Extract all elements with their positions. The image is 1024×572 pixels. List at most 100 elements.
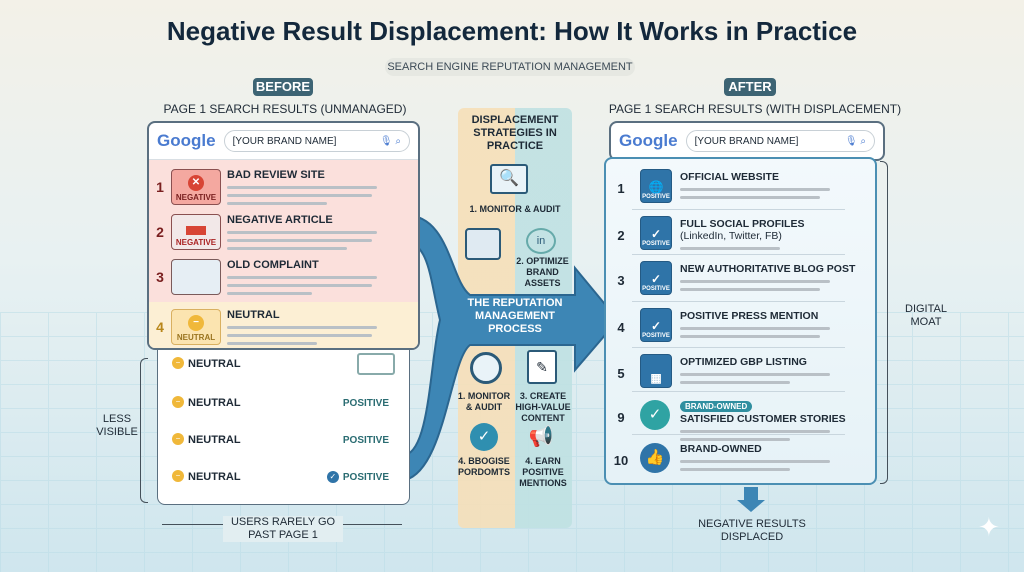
search-query: [YOUR BRAND NAME] (232, 135, 337, 147)
rank: 4 (156, 319, 164, 335)
after-result-row[interactable]: 5▦OPTIMIZED GBP LISTING (606, 352, 875, 388)
result-title: OFFICIAL WEBSITE (680, 171, 779, 183)
step-earn-mentions: 4. EARN POSITIVE MENTIONS (519, 456, 567, 488)
rank: 3 (617, 273, 625, 288)
positive-tag: POSITIVE (342, 471, 389, 483)
neutral-icon: − (172, 470, 184, 482)
after-result-row[interactable]: 10 👍 BRAND-OWNED (606, 439, 875, 473)
negative-thumbnail: ✕ NEGATIVE (171, 169, 221, 205)
step-four-a: 4. BBOGISE PORDOMTS (457, 456, 510, 477)
mic-search-icon[interactable]: 🎙 ⌕ (379, 135, 401, 147)
check-circle-icon: ✓ (640, 400, 670, 430)
row-divider (632, 254, 845, 255)
search-icon (470, 352, 502, 384)
globe-icon: 🌐POSITIVE (640, 169, 672, 203)
before-footer: USERS RARELY GO PAST PAGE 1 (223, 516, 343, 542)
rank: 2 (617, 228, 625, 243)
result-title: NEGATIVE ARTICLE (227, 214, 333, 226)
strategies-heading: DISPLACEMENT STRATEGIES IN PRACTICE (471, 114, 559, 152)
assets-icon (465, 228, 501, 260)
after-badge: AFTER (724, 78, 776, 96)
result-title: POSITIVE PRESS MENTION (680, 310, 819, 322)
rank: 1 (156, 179, 164, 195)
search-input[interactable]: [YOUR BRAND NAME] 🎙 ⌕ (223, 130, 410, 152)
search-bar: Google [YOUR BRAND NAME] 🎙 ⌕ (611, 123, 883, 159)
lower-results-card: − NEUTRAL − NEUTRAL POSITIVE − NEUTRAL P… (157, 340, 410, 505)
neutral-thumbnail: −NEUTRAL (171, 309, 221, 345)
digital-moat-brace (880, 161, 888, 484)
megaphone-icon: 📢 (528, 426, 554, 448)
after-result-row[interactable]: 4 ✓POSITIVE POSITIVE PRESS MENTION (606, 306, 875, 342)
search-bar: Google [YOUR BRAND NAME] 🎙 ⌕ (149, 123, 418, 159)
row-divider (632, 434, 845, 435)
step-monitor-audit-2: 1. MONITOR & AUDIT (457, 391, 511, 412)
less-visible-label: LESS VISIBLE (96, 413, 138, 438)
result-title: BRAND-OWNED (680, 443, 762, 455)
result-title: SATISFIED CUSTOMER STORIES (680, 413, 846, 425)
after-search-card: Google [YOUR BRAND NAME] 🎙 ⌕ (609, 121, 885, 161)
result-row-1[interactable]: 1 ✕NEGATIVE BAD REVIEW SITE (149, 165, 418, 205)
check-icon: ✓ (326, 471, 339, 483)
before-results-card: Google [YOUR BRAND NAME] 🎙 ⌕ 1 ✕ NEGATIVE … (147, 121, 420, 350)
row-divider (632, 301, 845, 302)
neutral-icon: − (172, 396, 184, 408)
network-icon: in (526, 228, 556, 254)
rank: 10 (613, 453, 629, 468)
lower-result[interactable]: − NEUTRAL (158, 353, 409, 375)
lower-result[interactable]: − NEUTRAL POSITIVE (158, 433, 409, 447)
result-title: NEUTRAL (227, 309, 280, 321)
google-logo: Google (157, 131, 216, 150)
after-heading: PAGE 1 SEARCH RESULTS (WITH DISPLACEMENT… (608, 102, 902, 116)
brand-owned-tag: BRAND-OWNED (680, 401, 753, 412)
negative-tag: NEGATIVE (175, 193, 217, 202)
result-label: NEUTRAL (188, 471, 241, 483)
google-logo: Google (619, 131, 678, 150)
result-row-2[interactable]: 2 NEGATIVE NEGATIVE ARTICLE (149, 210, 418, 250)
less-visible-brace (140, 358, 148, 503)
process-arrow-shape (404, 213, 620, 482)
digital-moat-label: DIGITAL MOAT (905, 303, 947, 328)
rank: 2 (156, 224, 164, 240)
result-title: NEW AUTHORITATIVE BLOG POST (680, 263, 856, 275)
positive-tag: POSITIVE (642, 333, 670, 339)
article-icon (186, 226, 206, 235)
row-divider (632, 209, 845, 210)
after-footer: NEGATIVE RESULTS DISPLACED (698, 518, 806, 543)
result-row-4[interactable]: 4 −NEUTRAL NEUTRAL (149, 305, 418, 345)
positive-tag: POSITIVE (642, 194, 670, 200)
x-icon: ✕ (188, 175, 204, 191)
rank: 3 (156, 269, 164, 285)
rank: 4 (617, 320, 625, 335)
after-result-row[interactable]: 1 🌐POSITIVE OFFICIAL WEBSITE (606, 167, 875, 203)
neutral-icon: − (188, 315, 204, 331)
positive-check-icon: ✓POSITIVE (640, 216, 672, 250)
down-arrow-shaft (744, 487, 758, 501)
row-divider (632, 347, 845, 348)
document-edit-icon: ✎ (527, 350, 557, 384)
step-optimize: 2. OPTIMIZE BRAND ASSETS (516, 256, 569, 288)
positive-tag: POSITIVE (642, 286, 670, 292)
lower-result[interactable]: − NEUTRAL POSITIVE (158, 396, 409, 410)
row-divider (632, 391, 845, 392)
negative-tag: NEGATIVE (175, 238, 217, 247)
search-input[interactable]: [YOUR BRAND NAME] 🎙 ⌕ (685, 130, 875, 152)
page-title: Negative Result Displacement: How It Wor… (166, 16, 858, 46)
rank: 9 (617, 410, 625, 425)
result-label: NEUTRAL (188, 397, 241, 409)
step-create-content: 3. CREATE HIGH-VALUE CONTENT (515, 391, 571, 423)
before-heading: PAGE 1 SEARCH RESULTS (UNMANAGED) (163, 102, 407, 116)
neutral-icon: − (172, 357, 184, 369)
page-thumbnail-icon (171, 259, 221, 295)
rank: 1 (617, 181, 625, 196)
mic-search-icon[interactable]: 🎙 ⌕ (844, 135, 866, 147)
thumbs-up-icon: 👍 (640, 443, 670, 473)
search-query: [YOUR BRAND NAME] (694, 135, 799, 147)
lower-result[interactable]: − NEUTRAL ✓ POSITIVE (158, 470, 409, 484)
positive-check-icon: ✓POSITIVE (640, 308, 672, 342)
result-row-3[interactable]: 3 OLD COMPLAINT (149, 255, 418, 295)
